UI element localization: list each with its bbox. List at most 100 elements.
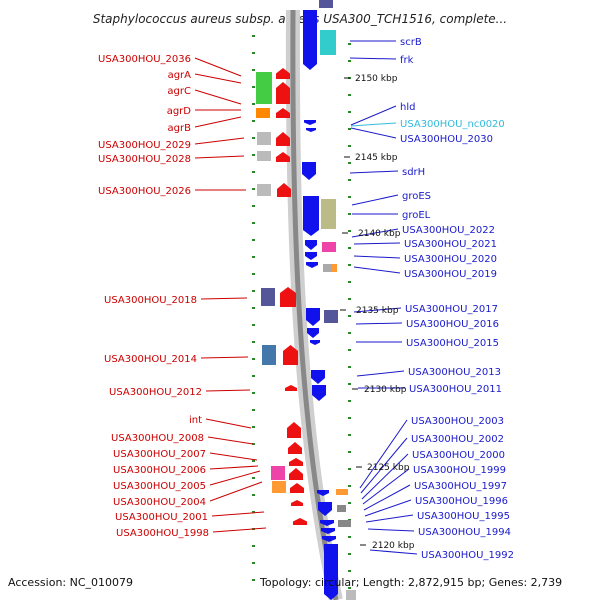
right-gene-label: USA300HOU_2013 [408,367,501,378]
gene-arrow-down [305,240,317,250]
gene-arrow-up [276,82,290,104]
gene-arrow-up [289,468,303,480]
feature-box [271,466,285,480]
right-leader-line [364,499,412,517]
left-leader-line [205,389,251,392]
right-tick-mark [348,128,351,130]
left-leader-line [211,511,265,517]
right-tick-mark [348,536,351,538]
right-leader-line [349,170,399,174]
left-tick-mark [252,52,255,54]
feature-box [261,288,275,306]
gene-arrow-up [276,68,290,79]
right-tick-mark [348,451,351,453]
gene-arrow-up [276,108,290,118]
gene-arrow-up [285,385,297,391]
right-gene-label: USA300HOU_2022 [402,225,495,236]
right-tick-mark [348,145,351,147]
right-gene-label: scrB [400,37,422,48]
left-tick-mark [252,392,255,394]
left-tick-mark [252,137,255,139]
left-tick-mark [252,324,255,326]
left-gene-label: USA300HOU_2001 [115,512,208,523]
right-gene-label: USA300HOU_1995 [417,511,510,522]
gene-arrow-down [306,308,320,326]
gene-arrow-down [311,370,325,384]
right-leader-line [359,419,408,489]
left-leader-line [194,57,242,77]
right-tick-mark [348,162,351,164]
left-gene-label: USA300HOU_2018 [104,295,197,306]
left-tick-mark [252,256,255,258]
gene-arrow-down [318,502,332,516]
left-tick-mark [252,222,255,224]
label-leaders [194,40,418,555]
right-tick-mark [348,587,351,589]
right-gene-label: groES [402,191,431,202]
right-gene-label: USA300HOU_2021 [404,239,497,250]
right-leader-line [365,514,414,523]
right-tick-mark [348,94,351,96]
feature-box [346,590,356,600]
right-tick-mark [348,230,351,232]
kbp-label: 2130 kbp [364,385,407,395]
left-leader-line [209,481,263,502]
right-tick-mark [348,349,351,351]
left-gene-label: USA300HOU_2029 [98,140,191,151]
genome-track [252,0,356,600]
feature-box [323,264,332,272]
feature-box [337,505,346,512]
left-gene-label: USA300HOU_1998 [116,528,209,539]
left-gene-label: agrD [167,106,192,117]
right-tick-mark [348,111,351,113]
kbp-label: 2145 kbp [355,153,398,163]
left-leader-line [209,452,258,461]
left-tick-mark [252,341,255,343]
left-gene-labels: USA300HOU_2036agrAagrCagrDagrBUSA300HOU_… [98,54,209,539]
right-leader-line [363,484,411,511]
left-leader-line [194,137,245,145]
gene-arrow-down [305,252,317,260]
right-gene-label: USA300HOU_2016 [406,319,499,330]
gene-arrow-down [303,10,317,70]
gene-arrow-up [287,422,301,438]
gene-arrow-up [288,442,302,454]
left-tick-mark [252,86,255,88]
feature-box [320,30,336,55]
gene-arrow-down [304,120,316,125]
left-tick-mark [252,511,255,513]
right-tick-mark [348,281,351,283]
right-tick-mark [348,417,351,419]
feature-box [319,0,333,8]
topology-text: Topology: circular; Length: 2,872,915 bp… [259,576,562,589]
right-leader-line [355,322,403,325]
right-gene-label: USA300HOU_2030 [400,134,493,145]
right-gene-label: USA300HOU_2000 [412,450,505,461]
right-gene-labels: scrBfrkhldUSA300HOU_nc0020USA300HOU_2030… [400,37,514,561]
left-gene-label: USA300HOU_2036 [98,54,191,65]
gene-arrow-up [291,500,303,506]
gene-arrow-down [322,536,336,542]
right-tick-mark [348,332,351,334]
left-gene-label: USA300HOU_2007 [113,449,206,460]
right-tick-mark [348,213,351,215]
right-tick-mark [348,434,351,436]
left-leader-line [194,73,242,84]
feature-box [256,108,270,118]
left-tick-mark [252,239,255,241]
right-tick-mark [348,383,351,385]
right-gene-label: USA300HOU_1994 [418,527,511,538]
right-tick-mark [348,247,351,249]
left-leader-line [194,89,242,105]
gene-arrow-down [306,128,316,132]
gene-arrow-up [293,518,307,525]
left-tick-mark [252,545,255,547]
left-tick-mark [252,205,255,207]
right-leader-line [360,437,408,494]
right-gene-label: frk [400,55,414,66]
left-gene-label: USA300HOU_2014 [104,354,197,365]
right-tick-mark [348,43,351,45]
left-tick-mark [252,290,255,292]
